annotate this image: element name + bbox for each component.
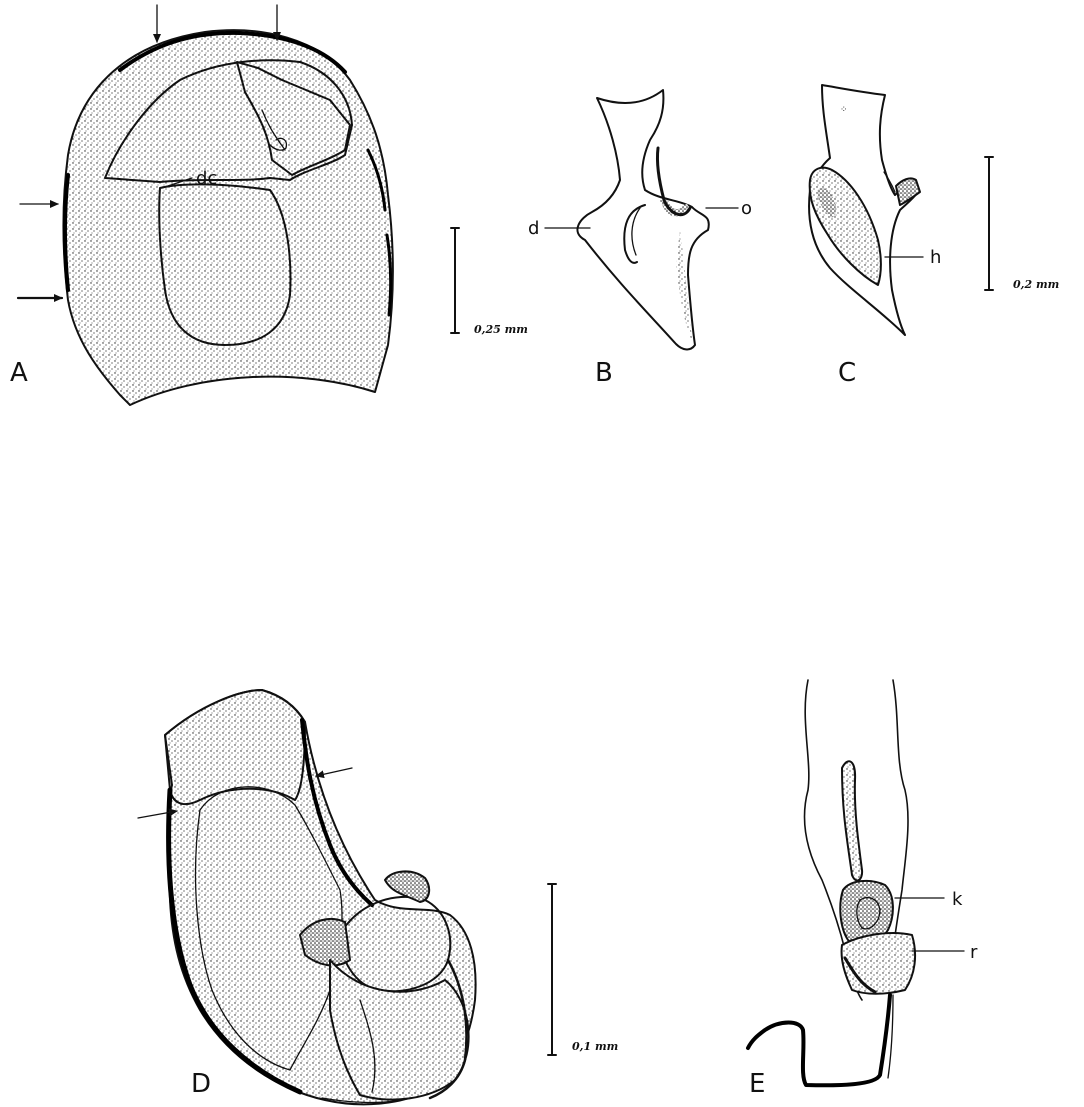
panel-b-outline	[577, 90, 708, 349]
panel-c-scale-label: 0,2 mm	[1013, 278, 1059, 291]
panel-e-canal	[842, 761, 862, 880]
panel-c-label-h: h	[930, 247, 941, 268]
panel-c-mark: ⁘	[840, 105, 848, 115]
panel-a: dc 0,25 mm A	[10, 5, 528, 405]
panel-a-scale-label: 0,25 mm	[474, 323, 528, 336]
panel-a-outer-shell	[64, 30, 393, 405]
panel-d-scale-label: 0,1 mm	[572, 1040, 618, 1053]
panel-e-label: E	[749, 1069, 765, 1099]
panel-b-label: B	[595, 358, 613, 388]
panel-e-r-structure	[842, 933, 916, 994]
panel-a-label-dc: dc	[196, 168, 217, 189]
panel-d-arrow-right	[316, 768, 352, 776]
panel-e-outline-right	[893, 680, 908, 950]
panel-e-tube	[748, 995, 890, 1085]
panel-c-lobe	[810, 168, 881, 285]
panel-b-label-d: d	[528, 218, 539, 239]
panel-e-label-k: k	[952, 889, 963, 910]
panel-c-label: C	[838, 358, 856, 388]
panel-e: k r E	[748, 680, 978, 1099]
panel-d-label: D	[191, 1069, 211, 1099]
panel-a-label: A	[10, 358, 28, 388]
panel-b: d o B	[528, 90, 752, 388]
panel-b-inner-crest	[624, 205, 645, 263]
panel-c-process	[896, 178, 920, 205]
panel-e-label-r: r	[970, 942, 978, 963]
panel-c: ⁘ h 0,2 mm C	[809, 85, 1059, 388]
panel-d: 0,1 mm D	[138, 690, 618, 1104]
panel-b-label-o: o	[741, 198, 752, 219]
